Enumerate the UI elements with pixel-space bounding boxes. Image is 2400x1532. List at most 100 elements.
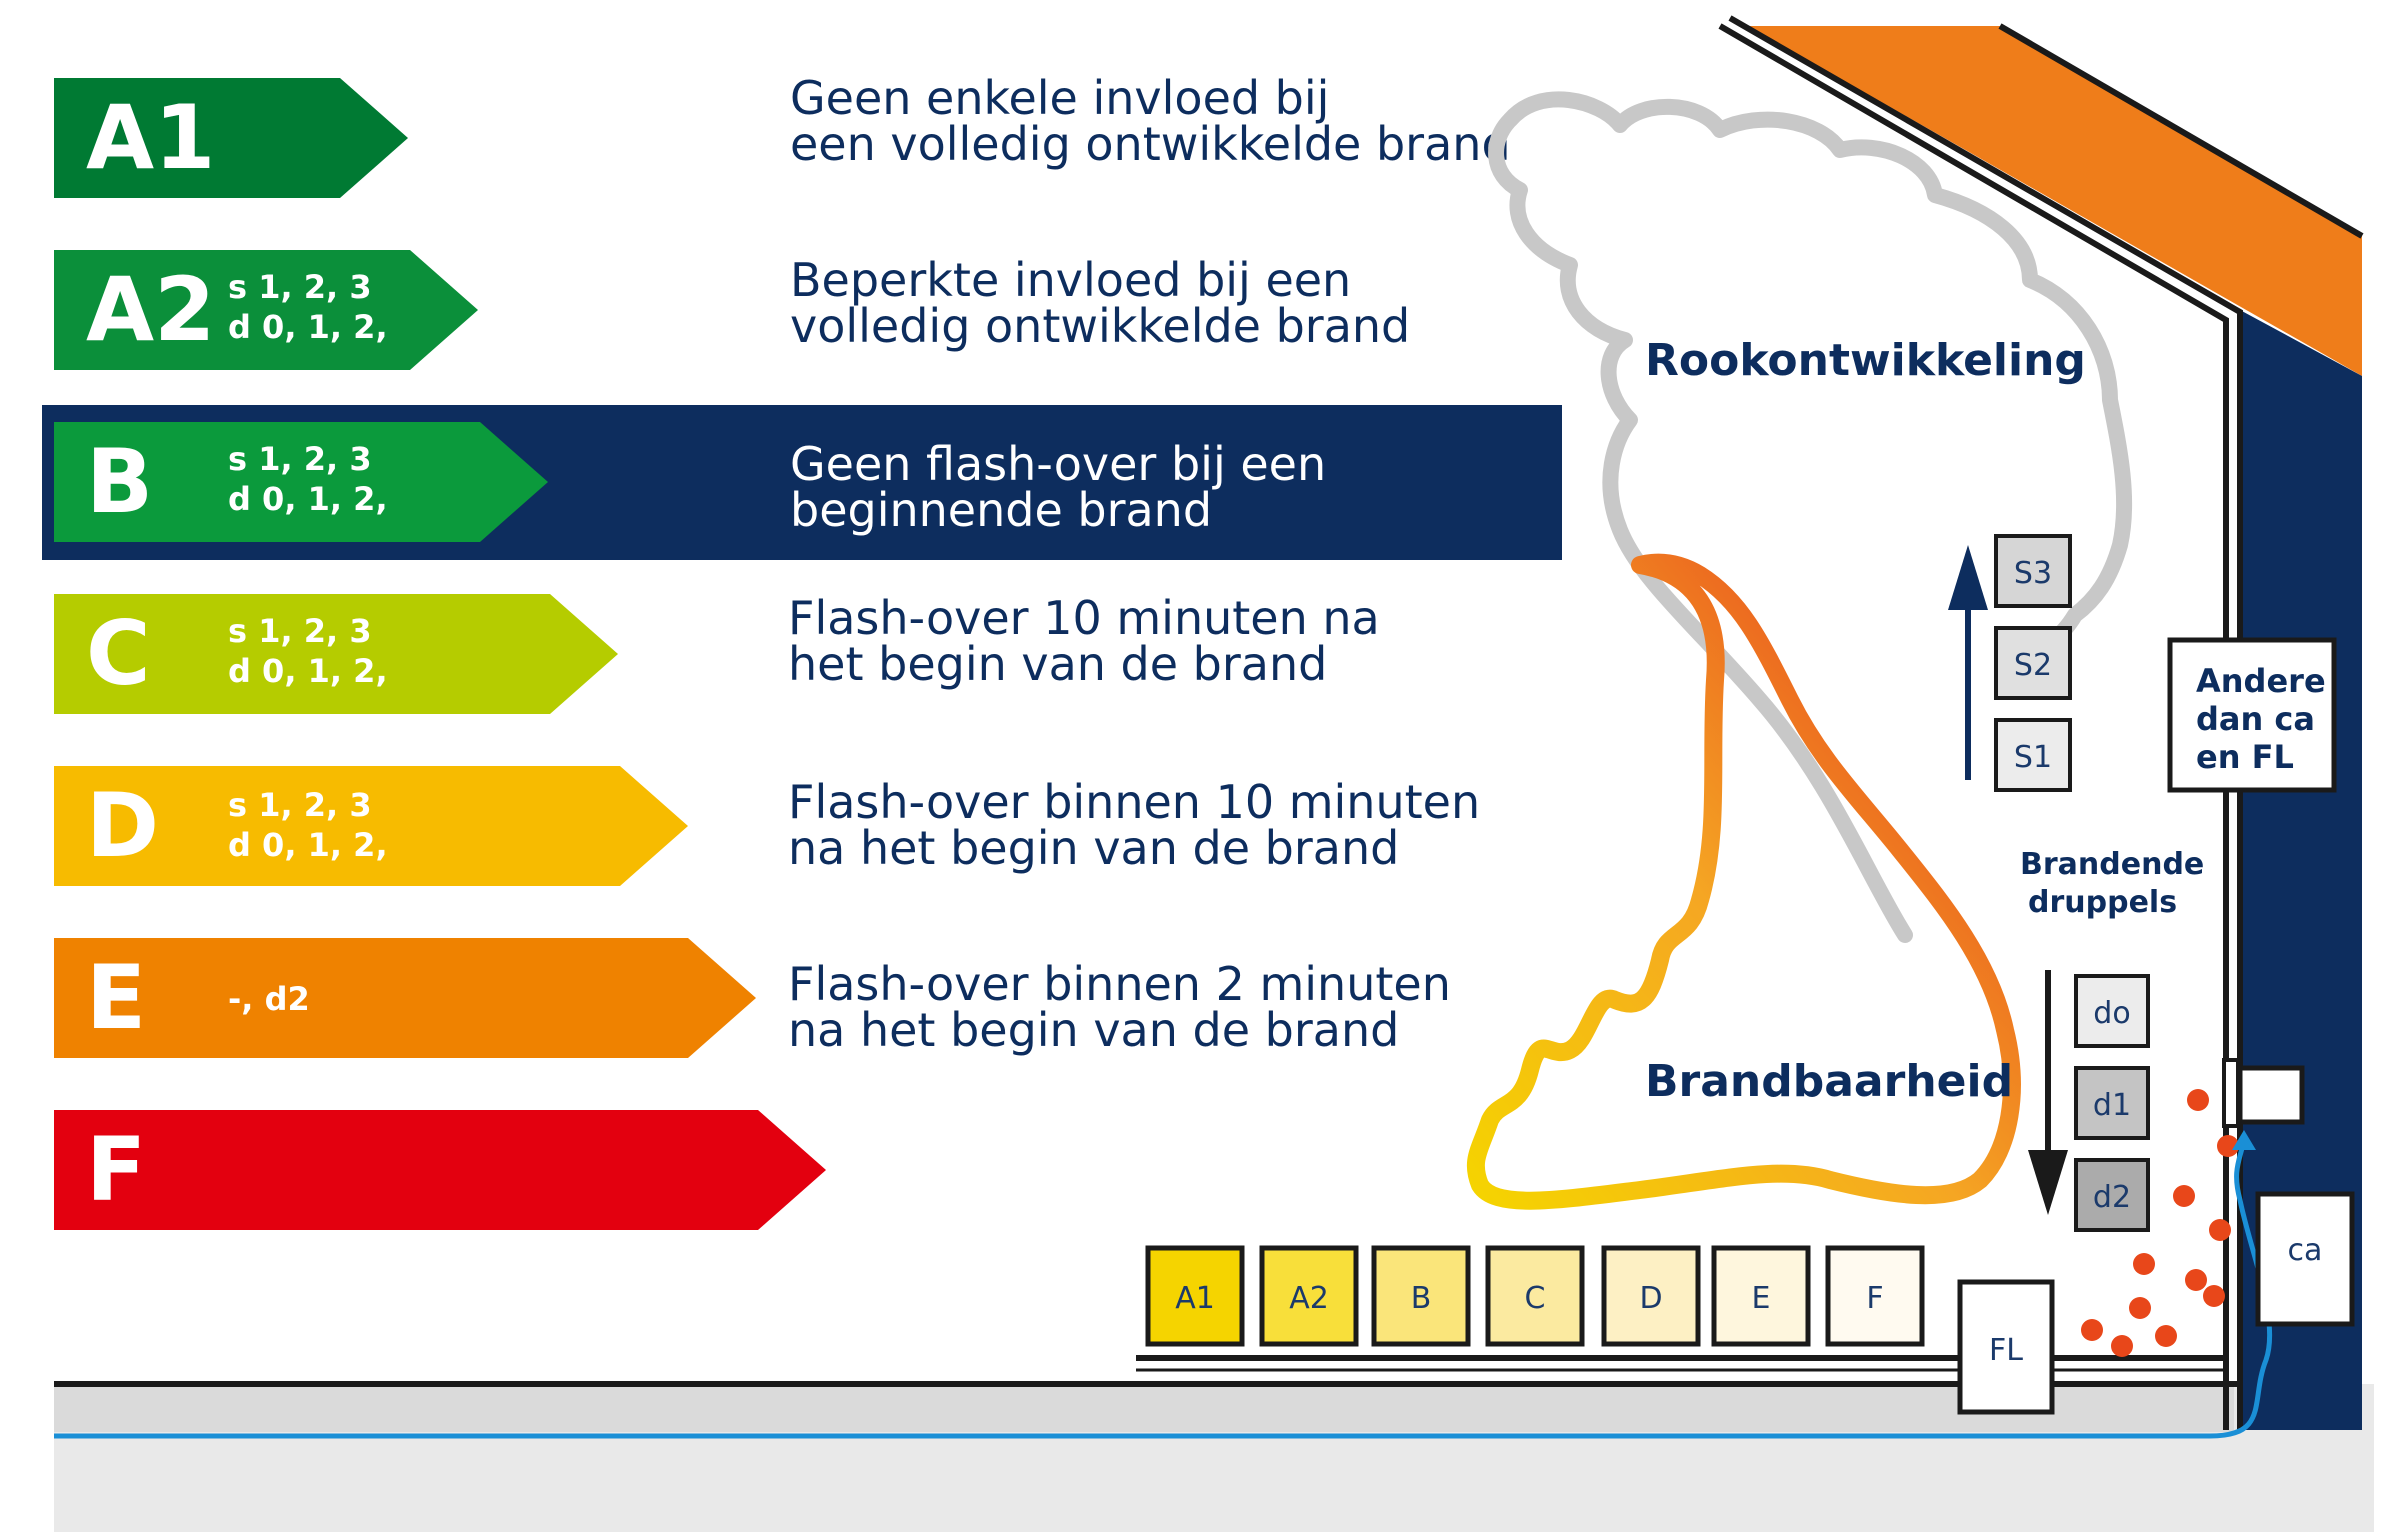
desc-c-line1: Flash-over 10 minuten na	[788, 591, 1380, 645]
class-label: E	[86, 946, 146, 1049]
floor-box-d	[1601, 1245, 1701, 1347]
other-label-line2: dan ca	[2196, 700, 2315, 738]
fire-drop	[2185, 1269, 2207, 1291]
fire-drop	[2133, 1253, 2155, 1275]
class-arrow-e: E -, d2	[54, 938, 756, 1058]
desc-e-line1: Flash-over binnen 2 minuten	[788, 957, 1451, 1011]
arrow-shape	[54, 250, 478, 370]
floor-box-e	[1711, 1245, 1811, 1347]
desc-d-line1: Flash-over binnen 10 minuten	[788, 775, 1480, 829]
floor-box-f	[1825, 1245, 1925, 1347]
smoke-label-s3: S3	[2014, 556, 2052, 591]
droplet-box-d2	[2074, 1158, 2150, 1232]
wall-insulation	[2240, 310, 2362, 1430]
smoke-label: Rookontwikkeling	[1645, 335, 2086, 386]
desc-c-line2: het begin van de brand	[788, 637, 1327, 691]
fl-box	[1957, 1279, 2055, 1415]
roof-edge	[1998, 23, 2364, 239]
desc-b-line1: Geen flash-over bij een	[790, 437, 1326, 491]
roof-line-outer	[1728, 15, 2243, 1430]
class-sub-1: s 1, 2, 3	[228, 612, 372, 650]
droplet-down-arrow-head	[2028, 1150, 2068, 1215]
class-sub-1: -, d2	[228, 980, 310, 1018]
class-label: A2	[86, 258, 215, 361]
class-sub-1: s 1, 2, 3	[228, 786, 372, 824]
floor-label-f: F	[1866, 1281, 1883, 1316]
fire-drop	[2111, 1335, 2133, 1357]
class-sub-2: d 0, 1, 2,	[228, 308, 388, 346]
smoke-label-s2: S2	[2014, 648, 2052, 683]
desc-a1-line1: Geen enkele invloed bij	[790, 71, 1329, 125]
droplet-box-do	[2074, 974, 2150, 1048]
droplet-label-d1: d1	[2093, 1088, 2131, 1123]
fl-label: FL	[1989, 1333, 2023, 1368]
desc-a2-line2: volledig ontwikkelde brand	[790, 299, 1410, 353]
class-arrow-f: F	[54, 1110, 826, 1230]
smoke-levels: S3 S2 S1	[1948, 534, 2072, 792]
class-arrows: A1 A2 s 1, 2, 3 d 0, 1, 2, B s 1, 2, 3 d…	[54, 78, 826, 1230]
flammability-label: Brandbaarheid	[1645, 1056, 2013, 1107]
cable-arrow-head	[2232, 1130, 2256, 1150]
floor-label-c: C	[1525, 1281, 1546, 1316]
class-arrow-b: B s 1, 2, 3 d 0, 1, 2,	[54, 422, 548, 542]
smoke-box-s1	[1994, 718, 2072, 792]
smoke-label-s1: S1	[2014, 740, 2052, 775]
class-arrow-a1: A1	[54, 78, 408, 198]
other-label-line3: en FL	[2196, 738, 2294, 776]
fire-drop	[2203, 1285, 2225, 1307]
arrow-shape	[54, 1110, 826, 1230]
smoke-box-s2	[1994, 626, 2072, 700]
desc-d-line2: na het begin van de brand	[788, 821, 1399, 875]
wall-fixture-plate	[2222, 1058, 2240, 1128]
class-arrow-a2: A2 s 1, 2, 3 d 0, 1, 2,	[54, 250, 478, 370]
floor-label-a1: A1	[1175, 1281, 1215, 1316]
arrow-shape	[54, 938, 756, 1058]
other-than-ca-fl-box	[2167, 637, 2337, 793]
floor-label-a2: A2	[1289, 1281, 1329, 1316]
arrow-shape	[54, 422, 548, 542]
class-arrow-c: C s 1, 2, 3 d 0, 1, 2,	[54, 594, 618, 714]
class-sub-2: d 0, 1, 2,	[228, 480, 388, 518]
floor-box-a1	[1145, 1245, 1245, 1347]
class-descriptions: Geen enkele invloed bij een volledig ont…	[788, 71, 1511, 1057]
droplet-label-do: do	[2093, 996, 2130, 1031]
fire-drop	[2081, 1319, 2103, 1341]
fire-drop	[2173, 1185, 2195, 1207]
ca-label: ca	[2288, 1233, 2323, 1268]
arrow-shape	[54, 78, 408, 198]
fire-drop	[2155, 1325, 2177, 1347]
floor-box-b	[1371, 1245, 1471, 1347]
desc-e-line2: na het begin van de brand	[788, 1003, 1399, 1057]
floor-box-c	[1485, 1245, 1585, 1347]
ground-strip	[54, 1384, 2234, 1432]
wall-fixture	[2237, 1065, 2305, 1125]
class-sub-2: d 0, 1, 2,	[228, 826, 388, 864]
droplet-label-d2: d2	[2093, 1180, 2131, 1215]
arrow-shape	[54, 766, 688, 886]
smoke-box-s3	[1994, 534, 2072, 608]
floor-label-b: B	[1411, 1281, 1432, 1316]
fire-drop	[2217, 1135, 2239, 1157]
arrow-shape	[54, 594, 618, 714]
class-label: F	[86, 1118, 146, 1221]
droplets-label-line2: druppels	[2028, 885, 2177, 920]
droplet-levels: do d1 d2	[2028, 970, 2150, 1232]
class-sub-1: s 1, 2, 3	[228, 440, 372, 478]
smoke-cloud	[1488, 91, 2133, 943]
other-label-line1: Andere	[2196, 662, 2326, 700]
fire-drop	[2187, 1089, 2209, 1111]
class-label: C	[86, 602, 151, 705]
fire-drop	[2209, 1219, 2231, 1241]
flame-curve	[1466, 553, 2021, 1210]
desc-a1-line2: een volledig ontwikkelde brand	[790, 117, 1511, 171]
fire-drop	[2129, 1297, 2151, 1319]
floor-class-boxes: A1 A2 B C D E F	[1145, 1245, 1925, 1347]
class-sub-2: d 0, 1, 2,	[228, 652, 388, 690]
class-sub-1: s 1, 2, 3	[228, 268, 372, 306]
floor-label-d: D	[1639, 1281, 1662, 1316]
floor-box-a2	[1259, 1245, 1359, 1347]
floor-label-e: E	[1752, 1281, 1771, 1316]
class-label: B	[86, 430, 153, 533]
ca-box	[2255, 1191, 2355, 1327]
